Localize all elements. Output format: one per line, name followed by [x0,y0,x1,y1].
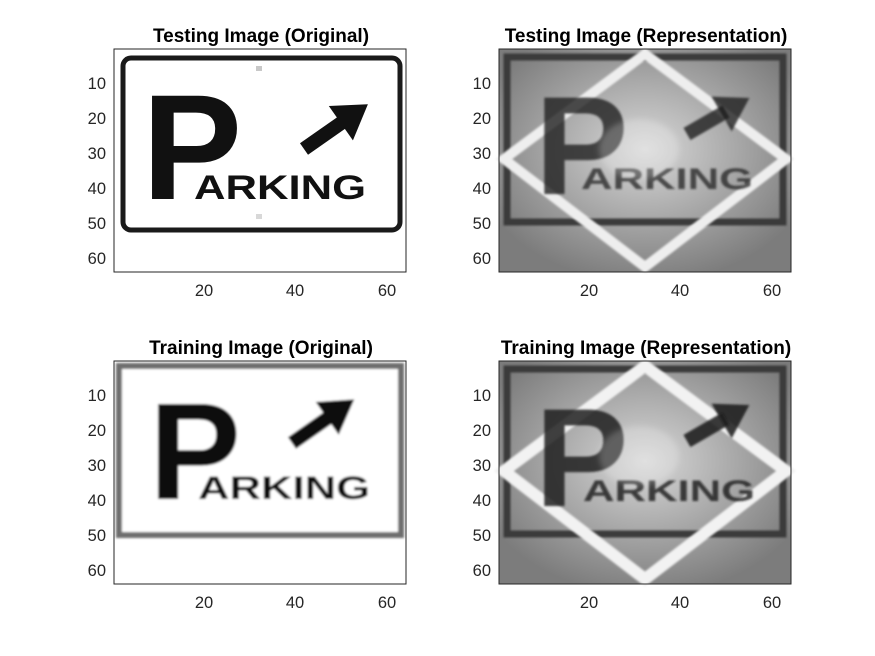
panel-title: Training Image (Original) [149,338,373,359]
arrow-up-right-icon [287,399,355,449]
sign-text: ARKING [194,169,366,207]
panel-title: Testing Image (Representation) [505,26,788,47]
image-representation: P ARKING [495,47,795,274]
y-tick-label: 50 [88,527,106,545]
x-ticks: 20 40 60 [580,594,781,612]
axes-box [113,48,407,273]
y-tick-label: 30 [473,145,491,163]
y-tick-label: 60 [88,562,106,580]
x-tick-label: 40 [286,594,304,612]
y-ticks: 10 20 30 40 50 60 [88,75,106,268]
x-ticks: 20 40 60 [580,282,781,300]
x-ticks: 20 40 60 [195,594,396,612]
y-tick-label: 30 [88,457,106,475]
arrow-up-right-icon [683,403,750,448]
x-tick-label: 40 [671,594,689,612]
y-tick-label: 40 [473,180,491,198]
sign-letter: P [142,63,242,231]
panel-title: Training Image (Representation) [501,338,791,359]
y-ticks: 10 20 30 40 50 60 [473,387,491,580]
x-tick-label: 20 [195,282,213,300]
panel-title: Testing Image (Original) [153,26,369,47]
x-tick-label: 40 [286,282,304,300]
image-original: P ARKING [116,363,404,538]
x-tick-label: 60 [763,594,781,612]
arrow-up-right-icon [683,96,750,141]
arrow-up-right-icon [299,104,368,155]
x-ticks: 20 40 60 [195,282,396,300]
y-tick-label: 30 [473,457,491,475]
panel-testing-representation: Testing Image (Representation) P ARKING … [473,26,795,300]
y-tick-label: 10 [88,387,106,405]
x-tick-label: 20 [580,282,598,300]
y-tick-label: 60 [473,562,491,580]
y-tick-label: 10 [473,387,491,405]
panel-training-original: Training Image (Original) P ARKING 10 20… [88,338,407,612]
y-tick-label: 40 [88,180,106,198]
x-tick-label: 20 [580,594,598,612]
image-original: P ARKING [120,55,403,233]
y-tick-label: 20 [88,422,106,440]
panel-testing-original: Testing Image (Original) P ARKING 10 20 … [88,26,407,300]
panel-training-representation: Training Image (Representation) P ARKING… [473,338,796,612]
axes-box [498,360,792,585]
y-ticks: 10 20 30 40 50 60 [473,75,491,268]
y-tick-label: 10 [473,75,491,93]
x-tick-label: 60 [763,282,781,300]
sign-text: ARKING [198,470,370,506]
y-tick-label: 20 [473,110,491,128]
y-tick-label: 10 [88,75,106,93]
y-tick-label: 50 [88,215,106,233]
image-representation: P ARKING [494,358,796,587]
y-tick-label: 50 [473,215,491,233]
y-tick-label: 60 [88,250,106,268]
axes-box [113,360,407,585]
y-tick-label: 50 [473,527,491,545]
y-tick-label: 40 [88,492,106,510]
y-tick-label: 40 [473,492,491,510]
y-tick-label: 20 [473,422,491,440]
y-tick-label: 60 [473,250,491,268]
sign-letter: P [149,375,241,529]
y-tick-label: 30 [88,145,106,163]
x-tick-label: 40 [671,282,689,300]
sign-text: ARKING [583,475,755,508]
y-ticks: 10 20 30 40 50 60 [88,387,106,580]
y-tick-label: 20 [88,110,106,128]
axes-box [498,48,792,273]
x-tick-label: 20 [195,594,213,612]
x-tick-label: 60 [378,282,396,300]
x-tick-label: 60 [378,594,396,612]
